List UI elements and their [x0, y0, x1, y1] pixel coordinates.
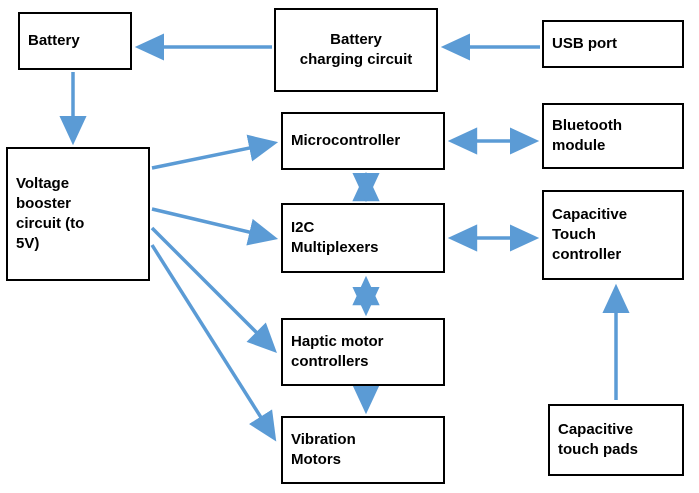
node-battery-charging-circuit[interactable]: Battery charging circuit: [274, 8, 438, 92]
node-voltage-booster-circuit[interactable]: Voltage booster circuit (to 5V): [6, 147, 150, 281]
node-capacitive-touch-controller[interactable]: Capacitive Touch controller: [542, 190, 684, 280]
node-battery[interactable]: Battery: [18, 12, 132, 70]
arrow-booster-to-i2c: [151, 207, 279, 246]
node-i2c-multiplexers[interactable]: I2C Multiplexers: [281, 203, 445, 273]
node-vibration-motors[interactable]: Vibration Motors: [281, 416, 445, 484]
node-bluetooth-module[interactable]: Bluetooth module: [542, 103, 684, 169]
node-usb-port[interactable]: USB port: [542, 20, 684, 68]
arrow-booster-to-microcontroller: [151, 134, 279, 170]
arrow-booster-to-haptic: [150, 226, 277, 353]
node-microcontroller[interactable]: Microcontroller: [281, 112, 445, 170]
node-capacitive-touch-pads[interactable]: Capacitive touch pads: [548, 404, 684, 476]
node-haptic-motor-controllers[interactable]: Haptic motor controllers: [281, 318, 445, 386]
arrow-booster-to-vibration: [150, 244, 277, 442]
